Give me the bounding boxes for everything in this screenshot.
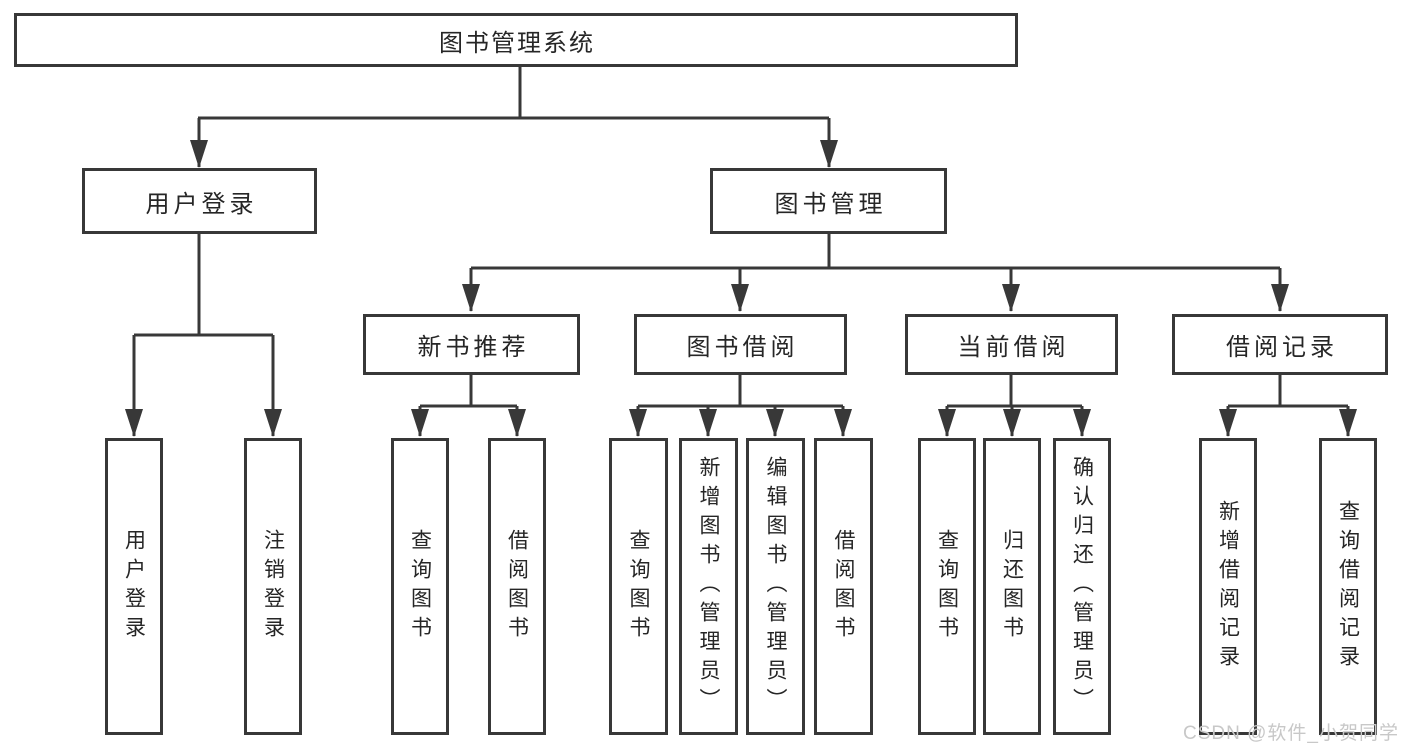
node-root-system: 图书管理系统 [14,13,1018,67]
leaf-edit-books-admin: 编辑图书（管理员） [746,438,805,735]
watermark: CSDN @软件_小贺同学 [1183,723,1399,744]
leaf-query-books-borrowing: 查询图书 [609,438,668,735]
node-borrowing-records: 借阅记录 [1172,314,1388,375]
node-user-login: 用户登录 [82,168,317,234]
leaf-return-books: 归还图书 [983,438,1041,735]
leaf-logout: 注销登录 [244,438,302,735]
leaf-add-borrow-record: 新增借阅记录 [1199,438,1257,735]
node-current-borrowing: 当前借阅 [905,314,1118,375]
leaf-query-books-recommend: 查询图书 [391,438,449,735]
node-new-book-recommendation: 新书推荐 [363,314,580,375]
leaf-borrow-books-recommend: 借阅图书 [488,438,546,735]
leaf-query-borrow-record: 查询借阅记录 [1319,438,1377,735]
leaf-add-books-admin: 新增图书（管理员） [679,438,738,735]
node-book-management: 图书管理 [710,168,947,234]
node-book-borrowing: 图书借阅 [634,314,847,375]
leaf-confirm-return-admin: 确认归还（管理员） [1053,438,1111,735]
leaf-user-login: 用户登录 [105,438,163,735]
leaf-borrow-books-borrowing: 借阅图书 [814,438,873,735]
leaf-query-books-current: 查询图书 [918,438,976,735]
